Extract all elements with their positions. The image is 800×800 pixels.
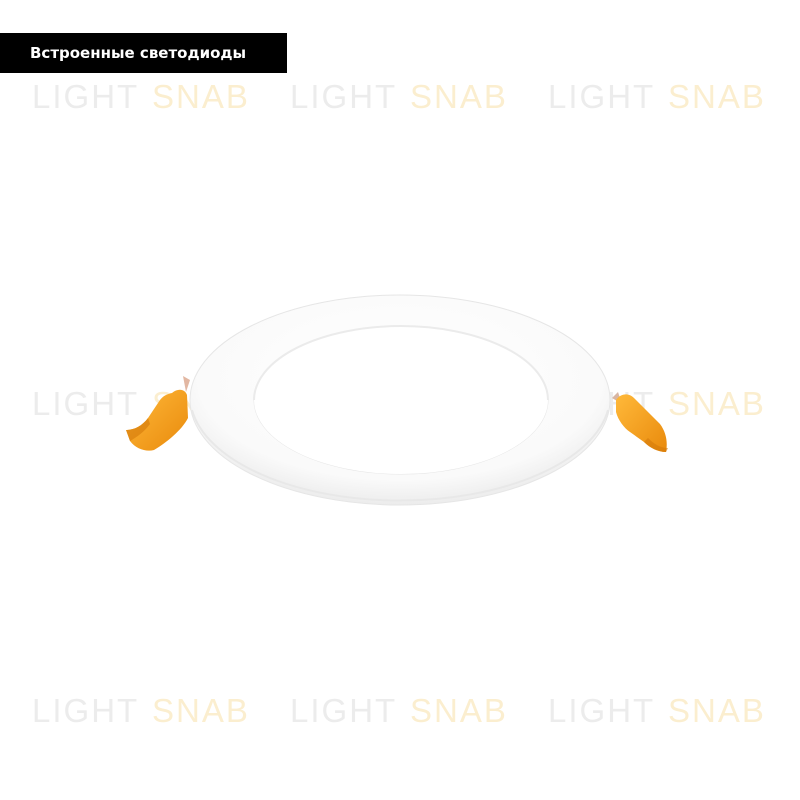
right-spring-clip (612, 392, 668, 452)
downlight-ring (189, 294, 611, 506)
left-spring-clip (126, 376, 190, 451)
feature-label: Встроенные светодиоды (0, 33, 287, 73)
feature-label-text: Встроенные светодиоды (30, 44, 247, 62)
